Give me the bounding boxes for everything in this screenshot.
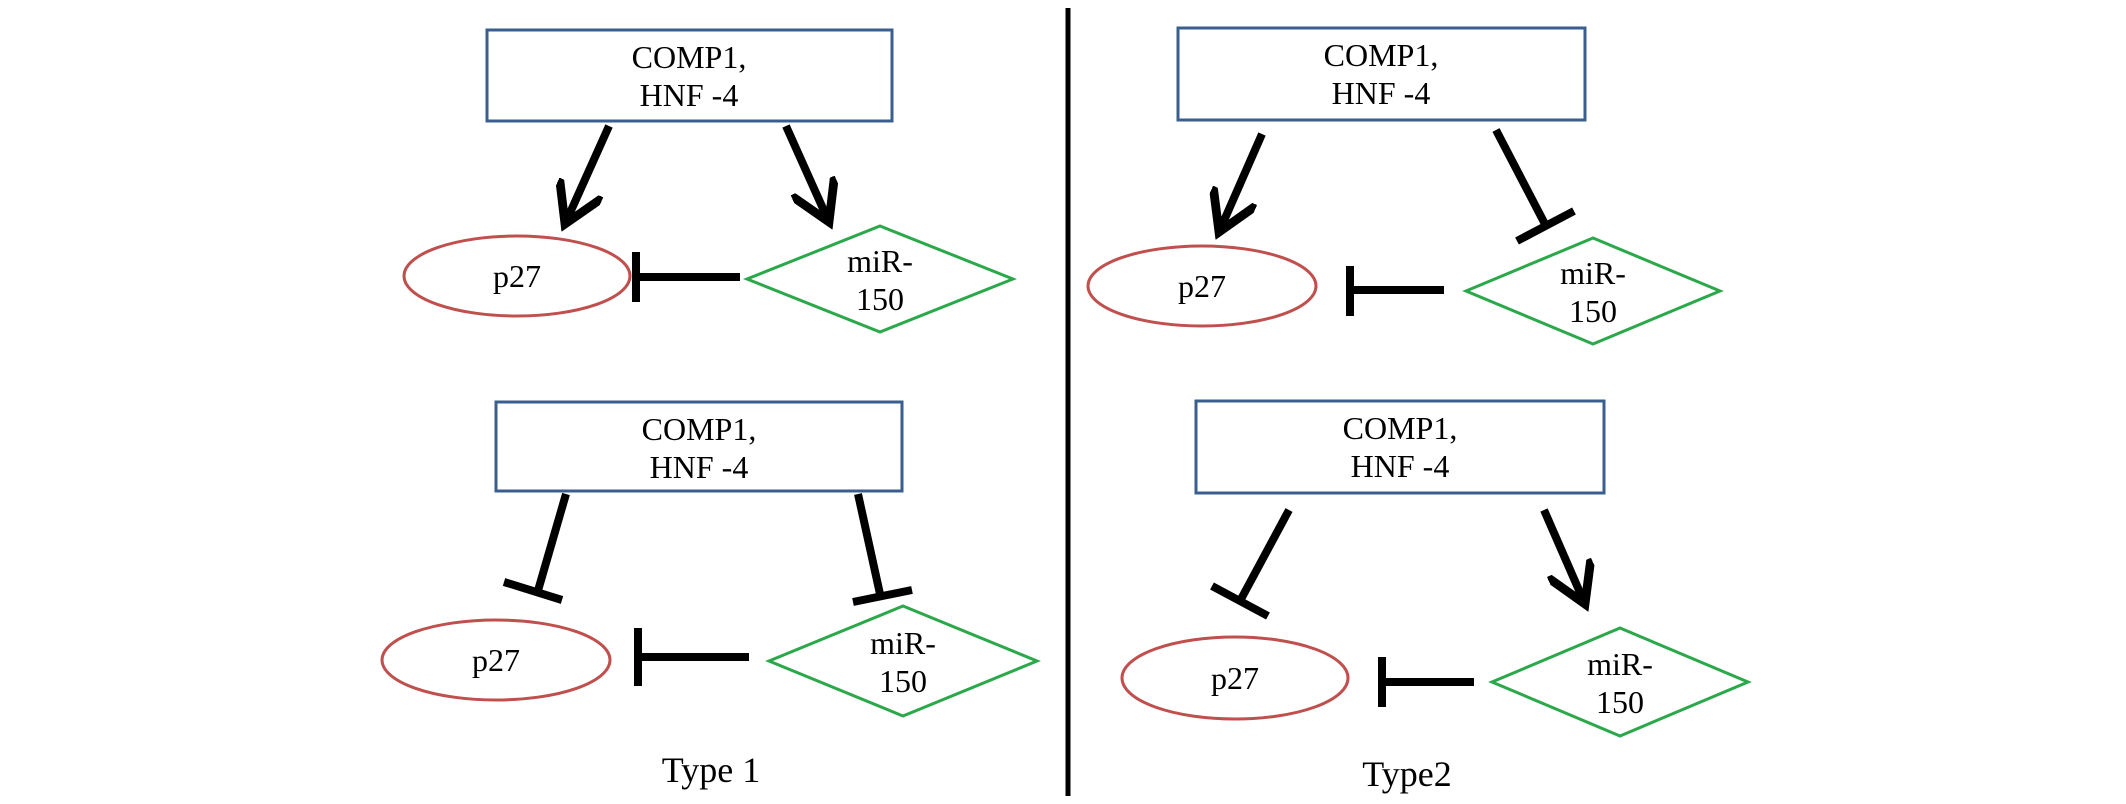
inhibition-bar xyxy=(852,586,913,606)
mir150-label-line2: 150 xyxy=(1569,293,1617,329)
regulator-label-line2: HNF -4 xyxy=(1332,75,1431,111)
mir150-label-line2: 150 xyxy=(1596,684,1644,720)
mir150-diamond xyxy=(1488,626,1752,738)
regulator-label-line2: HNF -4 xyxy=(640,77,739,113)
regulator-box xyxy=(494,400,904,493)
inhibition-edge xyxy=(1236,508,1293,603)
inhibition-edge xyxy=(1492,128,1550,228)
mir150-label-line1: miR- xyxy=(847,243,913,279)
inhibition-edge xyxy=(854,493,884,595)
regulator-box xyxy=(1176,26,1587,122)
p27-label: p27 xyxy=(472,642,520,678)
regulator-box xyxy=(485,28,894,123)
mir150-label-line1: miR- xyxy=(1560,255,1626,291)
inhibition-edge xyxy=(533,492,570,596)
activation-arrow xyxy=(565,124,613,224)
inhibition-bar xyxy=(1515,207,1576,245)
p27-oval xyxy=(1086,244,1318,328)
activation-arrow xyxy=(1219,132,1266,232)
mir150-diamond xyxy=(1462,236,1724,346)
mir150-diamond xyxy=(742,224,1018,334)
regulator-label-line1: COMP1, xyxy=(642,411,757,447)
p27-oval xyxy=(402,234,632,318)
caption-type1: Type 1 xyxy=(662,750,760,790)
regulator-box xyxy=(1194,399,1606,495)
mir150-label-line2: 150 xyxy=(879,663,927,699)
inhibition-bar xyxy=(1210,582,1270,620)
mir150-label-line1: miR- xyxy=(1587,646,1653,682)
caption-type2: Type2 xyxy=(1362,754,1451,794)
p27-oval xyxy=(380,618,612,702)
panel-type1-bottom: COMP1, HNF -4 p27 miR- 150 xyxy=(380,400,1041,718)
regulator-label-line2: HNF -4 xyxy=(650,449,749,485)
regulator-label-line1: COMP1, xyxy=(632,39,747,75)
p27-label: p27 xyxy=(1178,268,1226,304)
p27-oval xyxy=(1120,635,1350,721)
activation-arrow xyxy=(782,124,829,222)
inhibition-bar xyxy=(502,578,564,604)
p27-label: p27 xyxy=(1211,660,1259,696)
mir150-diamond xyxy=(765,604,1041,718)
p27-label: p27 xyxy=(493,258,541,294)
panel-type1-top: COMP1, HNF -4 p27 miR- 150 xyxy=(402,28,1018,334)
mir150-label-line1: miR- xyxy=(870,625,936,661)
activation-arrow xyxy=(1540,508,1585,604)
regulator-label-line1: COMP1, xyxy=(1343,410,1458,446)
panel-type2-bottom: COMP1, HNF -4 p27 miR- 150 xyxy=(1120,399,1752,738)
mir150-label-line2: 150 xyxy=(856,281,904,317)
panel-type2-top: COMP1, HNF -4 p27 miR- 150 xyxy=(1086,26,1724,346)
regulator-label-line2: HNF -4 xyxy=(1351,448,1450,484)
regulator-label-line1: COMP1, xyxy=(1324,37,1439,73)
